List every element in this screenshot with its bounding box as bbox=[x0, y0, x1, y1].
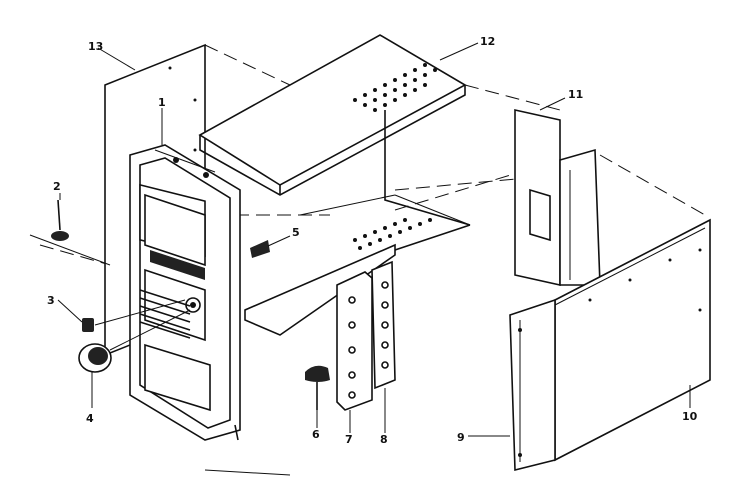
part-7-switch-bracket bbox=[336, 271, 373, 411]
vent-holes-top bbox=[353, 63, 437, 112]
callout-1: 1 bbox=[158, 96, 166, 109]
callout-6: 6 bbox=[312, 428, 320, 441]
callout-11: 11 bbox=[568, 88, 583, 101]
callout-13: 13 bbox=[88, 40, 103, 53]
callout-5: 5 bbox=[292, 226, 300, 239]
part-3-spring bbox=[82, 299, 186, 332]
part-11-rear-panel bbox=[514, 109, 601, 286]
callout-3: 3 bbox=[47, 294, 55, 307]
part-6-clip bbox=[305, 365, 330, 410]
part-12-top-cover bbox=[198, 34, 467, 196]
callout-9: 9 bbox=[457, 431, 465, 444]
callout-7: 7 bbox=[345, 433, 353, 446]
callout-labels: 13 1 2 3 4 5 6 7 8 9 10 11 12 bbox=[47, 35, 698, 446]
part-8-control-board bbox=[371, 260, 396, 390]
vent-holes-floor bbox=[353, 218, 432, 250]
part-9-side-panel bbox=[509, 298, 556, 472]
callout-8: 8 bbox=[380, 433, 388, 446]
base-line bbox=[204, 469, 291, 476]
part-2-screw bbox=[29, 199, 111, 266]
part-4-knob bbox=[78, 309, 191, 373]
callout-4: 4 bbox=[86, 412, 94, 425]
callout-10: 10 bbox=[682, 410, 698, 423]
callout-12: 12 bbox=[480, 35, 495, 48]
leader-lines bbox=[57, 42, 691, 437]
oven-cavity bbox=[244, 110, 471, 336]
part-1-front-panel bbox=[129, 144, 241, 441]
callout-2: 2 bbox=[53, 180, 61, 193]
part-5-latch bbox=[250, 240, 270, 258]
